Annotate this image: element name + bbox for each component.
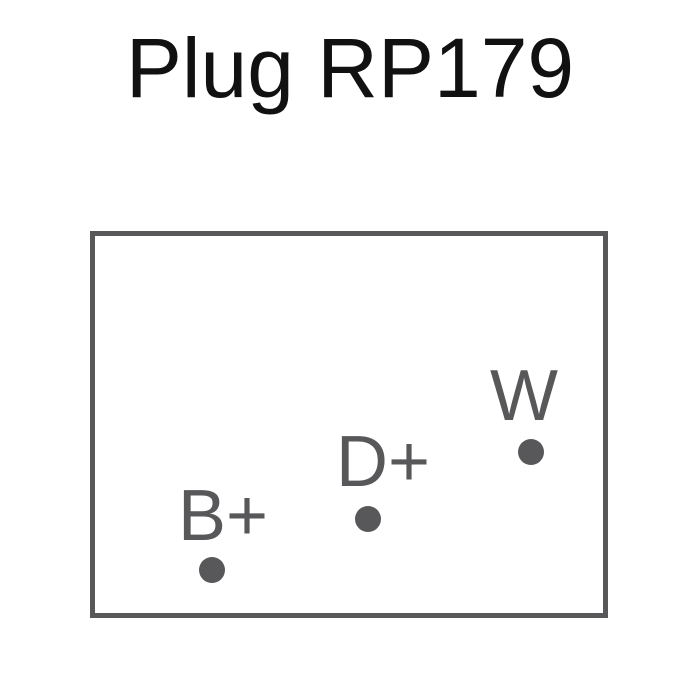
pin-b-plus-terminal — [199, 557, 225, 583]
plug-connector-outline — [90, 231, 608, 618]
pin-w-terminal — [518, 439, 544, 465]
pin-label-b-plus: B+ — [178, 476, 269, 556]
pin-label-w: W — [490, 356, 558, 436]
diagram-title: Plug RP179 — [125, 21, 575, 115]
pin-d-plus-terminal — [355, 506, 381, 532]
pin-label-d-plus: D+ — [336, 422, 431, 502]
